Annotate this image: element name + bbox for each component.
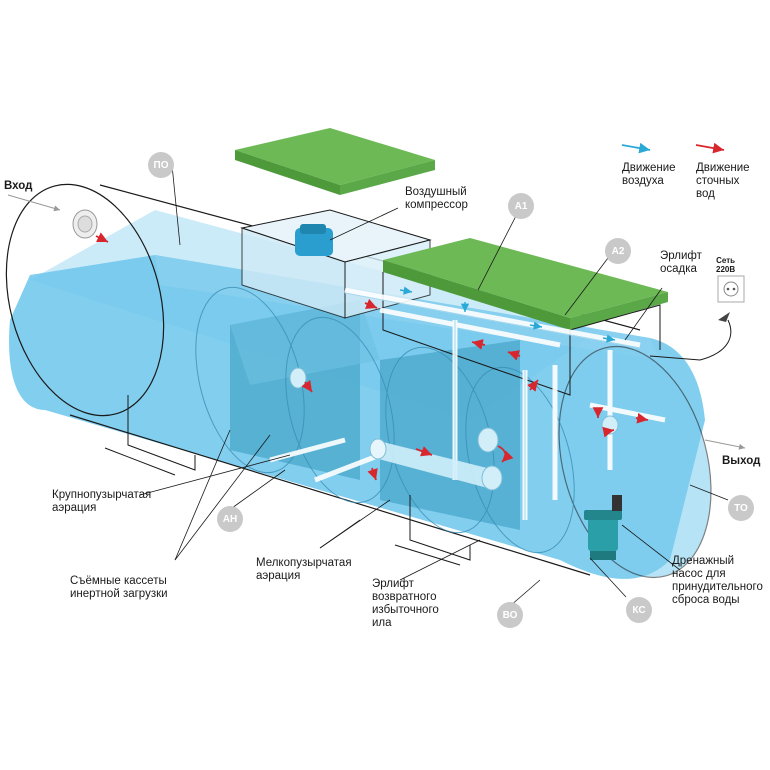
air-arrows [399, 286, 616, 343]
zone-po-badge: ПО [148, 152, 174, 178]
wastewater-arrows [95, 232, 649, 481]
guide-arrows [7, 194, 746, 450]
air-pipes-outline [344, 292, 641, 520]
zone-an-badge: АН [217, 506, 243, 532]
socket-graphic [649, 275, 745, 361]
leader-lines [139, 164, 729, 607]
zone-a1-badge: А1 [508, 193, 534, 219]
inlet-pipe [72, 209, 98, 239]
outlet-label: Выход [722, 455, 761, 467]
lid-left [235, 128, 435, 195]
inlet-label: Вход [4, 180, 33, 192]
transfer-pipe [289, 367, 619, 491]
lid-right [382, 238, 668, 396]
zone-to-badge: ТО [728, 495, 754, 521]
zone-ks-badge: КС [626, 597, 652, 623]
zone-vo-badge: ВО [497, 602, 523, 628]
drain-pump [584, 495, 622, 560]
legend-arrows [621, 142, 725, 154]
zone-a2-badge: А2 [605, 238, 631, 264]
supports [104, 395, 471, 566]
